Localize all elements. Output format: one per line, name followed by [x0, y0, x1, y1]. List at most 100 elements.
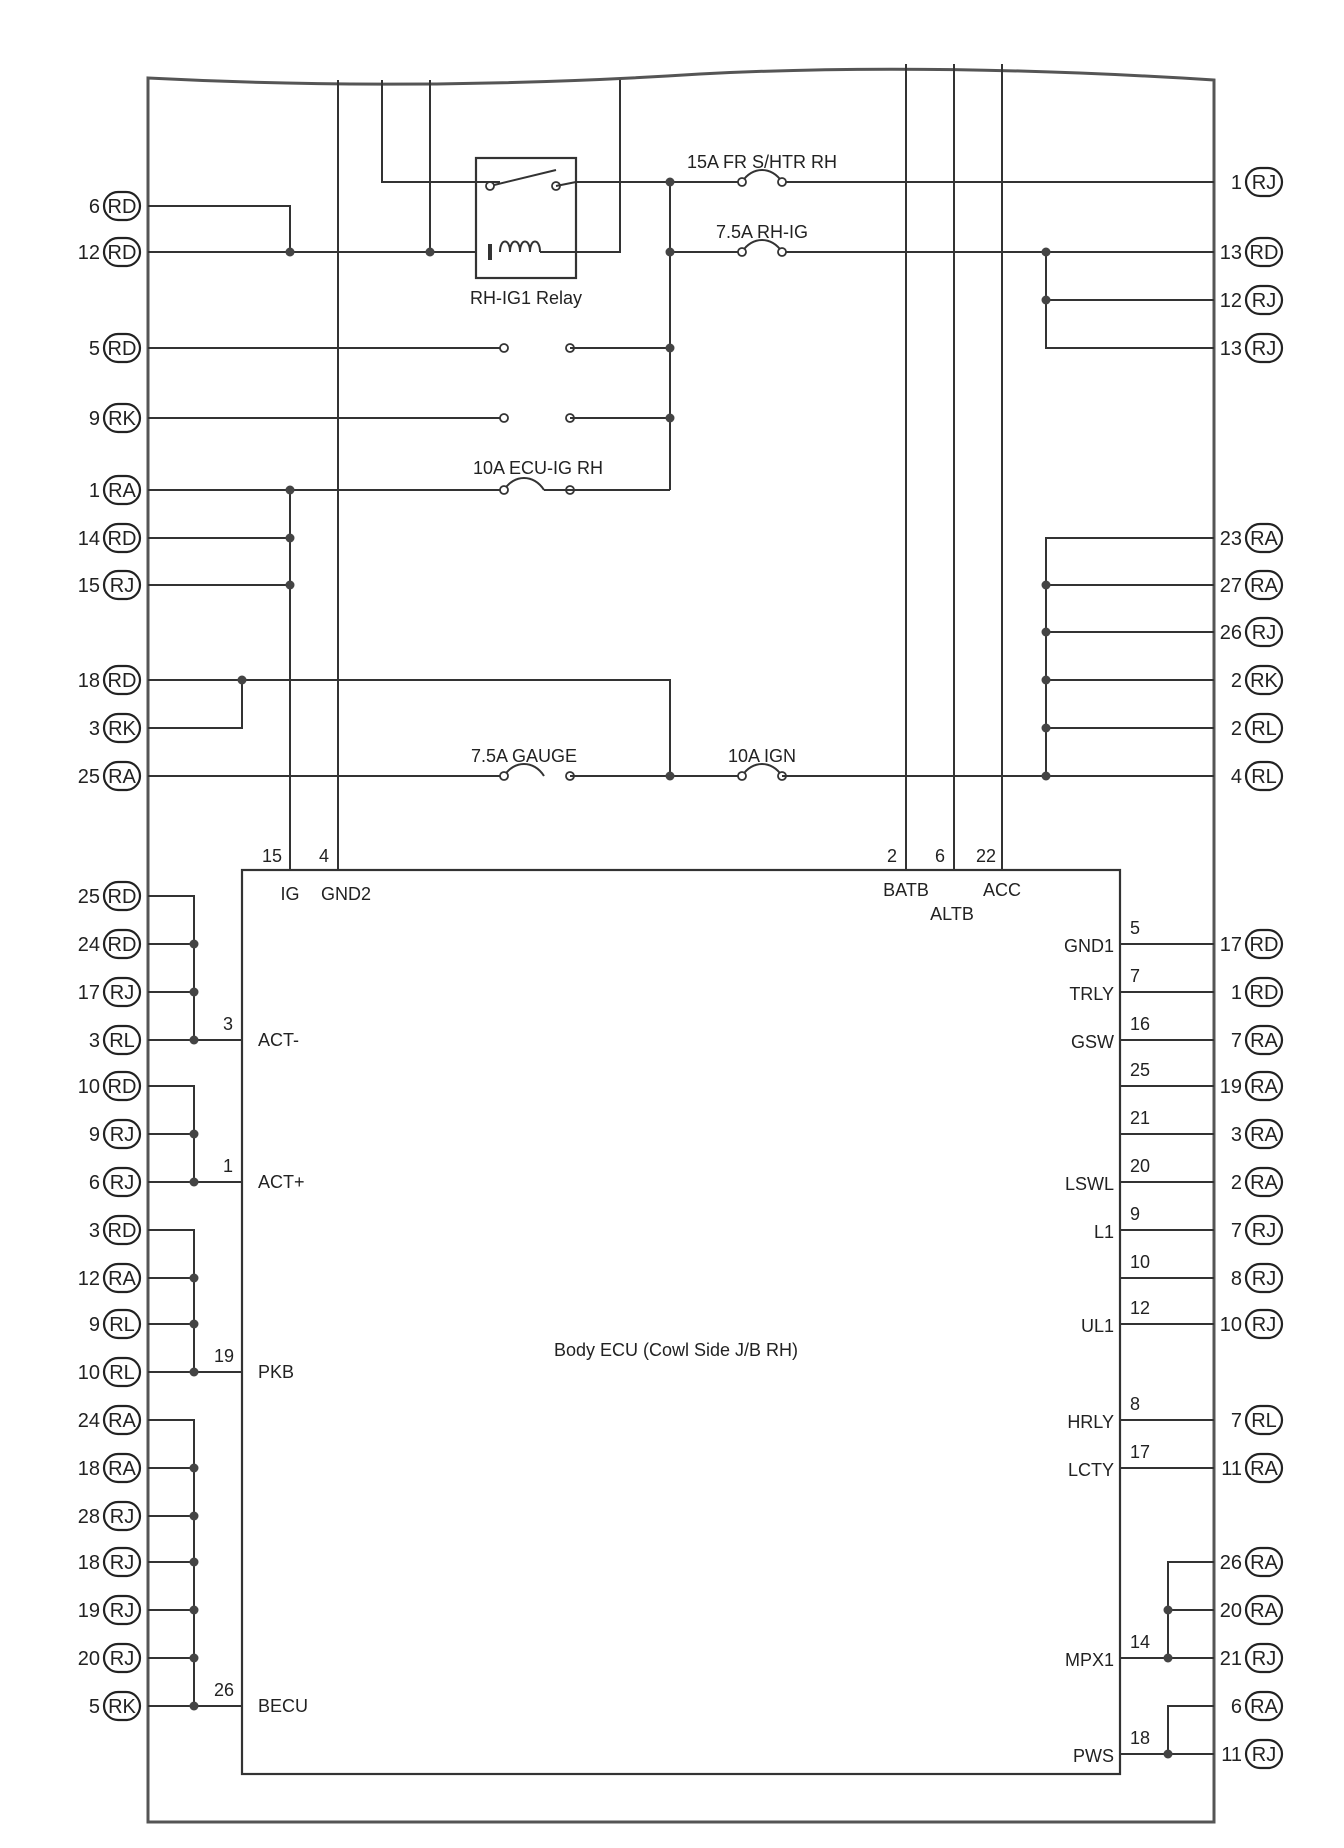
connector-pin-number: 14 — [78, 528, 100, 550]
connector-callout: RA1 — [89, 474, 142, 506]
connector-pin-number: 7 — [1231, 1410, 1242, 1432]
connector-pin-number: 5 — [89, 1696, 100, 1718]
pin-name: L1 — [1094, 1222, 1114, 1242]
relay-coil-icon — [499, 240, 541, 253]
pin-number: 4 — [319, 846, 329, 866]
connector-code: RD — [108, 242, 137, 264]
connector-code: RA — [108, 766, 136, 788]
connector-pin-number: 9 — [89, 408, 100, 430]
connector-badge — [1244, 236, 1284, 268]
connector-pin-number: 20 — [1220, 1600, 1242, 1622]
connector-code: RJ — [1252, 1648, 1276, 1670]
connector-pin-number: 17 — [1220, 934, 1242, 956]
connector-code: RJ — [1252, 338, 1276, 360]
connector-code: RL — [1251, 718, 1277, 740]
connector-pin-number: 12 — [78, 1268, 100, 1290]
connector-pin-number: 25 — [78, 766, 100, 788]
connector-code: RD — [108, 934, 137, 956]
connector-callout: RJ6 — [89, 1166, 142, 1198]
fuse-ecu-ig-label: 10A ECU-IG RH — [473, 458, 603, 478]
connector-code: RD — [108, 196, 137, 218]
connector-badge — [102, 1308, 142, 1340]
ecu-left-pins: 3 ACT- 1 ACT+ 19 PKB 26 BECU — [214, 1014, 308, 1716]
right-connector-labels: RJ1RD13RJ12RJ13RA23RA27RJ26RK2RL2RL4RD17… — [1220, 166, 1284, 1770]
pin-number: 7 — [1130, 966, 1140, 986]
connector-badge — [102, 1452, 142, 1484]
connector-code: RJ — [110, 1124, 134, 1146]
connector-code: RJ — [110, 1648, 134, 1670]
connector-code: RJ — [110, 1552, 134, 1574]
splice-dots — [189, 177, 1173, 1759]
pin-number: 14 — [1130, 1632, 1150, 1652]
connector-pin-number: 15 — [78, 575, 100, 597]
connector-code: RA — [1250, 1076, 1278, 1098]
pin-number: 17 — [1130, 1442, 1150, 1462]
connector-code: RJ — [1252, 1314, 1276, 1336]
connector-callout: RJ7 — [1231, 1214, 1284, 1246]
pin-name: IG — [280, 884, 299, 904]
connector-badge — [102, 1690, 142, 1722]
pin-name: PKB — [258, 1362, 294, 1382]
connector-callout: RA6 — [1231, 1690, 1284, 1722]
body-ecu-box — [240, 868, 1122, 1776]
connector-pin-number: 2 — [1231, 718, 1242, 740]
connector-pin-number: 17 — [78, 982, 100, 1004]
pin-number: 19 — [214, 1346, 234, 1366]
ecu-title: Body ECU (Cowl Side J/B RH) — [554, 1340, 798, 1360]
connector-code: RJ — [1252, 1268, 1276, 1290]
connector-code: RA — [108, 1410, 136, 1432]
connector-code: RD — [108, 670, 137, 692]
pin-number: 20 — [1130, 1156, 1150, 1176]
connector-code: RA — [1250, 1458, 1278, 1480]
connector-pin-number: 18 — [78, 670, 100, 692]
connector-badge — [1244, 1404, 1284, 1436]
connector-badge — [1244, 1642, 1284, 1674]
connector-pin-number: 10 — [78, 1362, 100, 1384]
connector-badge — [102, 402, 142, 434]
pin-name: GND1 — [1064, 936, 1114, 956]
connector-badge — [102, 1546, 142, 1578]
connector-badge — [1244, 1738, 1284, 1770]
junction-block-frame — [146, 67, 1216, 1824]
connector-code: RA — [1250, 575, 1278, 597]
connector-callout: RL 2 — [1231, 712, 1284, 744]
connector-pin-number: 8 — [1231, 1268, 1242, 1290]
connector-code: RK — [1250, 670, 1278, 692]
connector-badge — [102, 1404, 142, 1436]
pin-name: MPX1 — [1065, 1650, 1114, 1670]
connector-code: RA — [1250, 1552, 1278, 1574]
pin-number: 18 — [1130, 1728, 1150, 1748]
pin-number: 26 — [214, 1680, 234, 1700]
connector-pin-number: 21 — [1220, 1648, 1242, 1670]
pin-number: 15 — [262, 846, 282, 866]
connector-code: RJ — [1252, 172, 1276, 194]
connector-callout: RA2 — [1231, 1166, 1284, 1198]
connector-badge — [102, 712, 142, 744]
connector-pin-number: 26 — [1220, 622, 1242, 644]
connector-code: RA — [108, 1458, 136, 1480]
connector-badge — [102, 190, 142, 222]
ecu-right-pins: 5 GND1 7 TRLY 16 GSW 25 21 20 LSWL 9 L1 … — [1064, 918, 1150, 1766]
connector-code: RJ — [110, 982, 134, 1004]
connector-callout: RJ 21 — [1220, 1642, 1284, 1674]
connector-badge — [1244, 166, 1284, 198]
pin-number: 12 — [1130, 1298, 1150, 1318]
connector-pin-number: 18 — [78, 1458, 100, 1480]
connector-code: RD — [1250, 982, 1279, 1004]
connector-badge — [102, 1356, 142, 1388]
relay-switch-icon — [489, 169, 557, 187]
connector-callout: RK3 — [89, 712, 142, 744]
connector-pin-number: 19 — [78, 1600, 100, 1622]
connector-pin-number: 18 — [78, 1552, 100, 1574]
pin-number: 1 — [223, 1156, 233, 1176]
